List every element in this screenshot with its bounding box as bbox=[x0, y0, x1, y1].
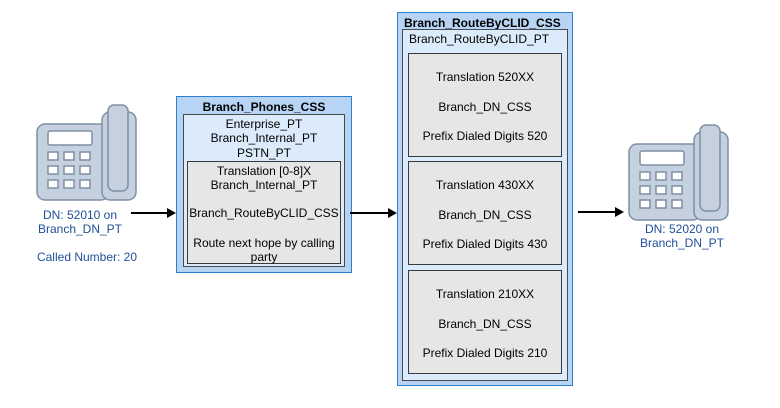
translation-520xx-css: Branch_DN_CSS bbox=[438, 100, 532, 114]
translation-note-line1: Route next hope by calling bbox=[193, 236, 335, 250]
partition-branch-internal: Branch_Internal_PT bbox=[210, 131, 318, 145]
arrow-head-2 bbox=[388, 208, 397, 218]
translation-430xx-css: Branch_DN_CSS bbox=[438, 208, 532, 222]
translation-520xx-prefix: Prefix Dialed Digits 520 bbox=[422, 129, 548, 143]
translation-0-8x-note: Route next hope by calling party bbox=[188, 236, 340, 264]
arrow-routebyclid-to-phone bbox=[578, 211, 616, 213]
left-phone-icon bbox=[36, 104, 137, 201]
routebyclid-partition: Branch_RouteByCLID_PT bbox=[409, 32, 550, 46]
translation-0-8x-box: Translation [0-8]X Branch_Internal_PT Br… bbox=[187, 161, 341, 264]
translation-210xx-box: Translation 210XX Branch_DN_CSS Prefix D… bbox=[408, 270, 562, 374]
branch-routebyclid-css-box: Branch_RouteByCLID_CSS Branch_RouteByCLI… bbox=[397, 12, 573, 386]
translation-430xx-pattern: Translation 430XX bbox=[435, 178, 535, 192]
routebyclid-partition-panel: Branch_RouteByCLID_PT Translation 520XX … bbox=[402, 29, 568, 381]
arrow-phone-to-phones-css bbox=[131, 212, 168, 214]
branch-phones-css-title: Branch_Phones_CSS bbox=[202, 100, 326, 114]
left-phone-partition: Branch_DN_PT bbox=[37, 222, 123, 236]
right-phone-icon bbox=[628, 124, 729, 221]
arrow-phones-css-to-routebyclid bbox=[350, 212, 389, 214]
left-phone-dn: DN: 52010 on bbox=[42, 208, 118, 222]
right-phone-dn: DN: 52020 on bbox=[644, 222, 720, 236]
arrow-head-3 bbox=[615, 207, 624, 217]
translation-210xx-css: Branch_DN_CSS bbox=[438, 317, 532, 331]
partition-pstn: PSTN_PT bbox=[236, 146, 291, 160]
translation-430xx-prefix: Prefix Dialed Digits 430 bbox=[422, 237, 548, 251]
translation-note-line2: party bbox=[250, 250, 278, 264]
left-phone-dn-caption: DN: 52010 on Branch_DN_PT bbox=[20, 208, 140, 236]
translation-430xx-box: Translation 430XX Branch_DN_CSS Prefix D… bbox=[408, 161, 562, 265]
right-phone-partition: Branch_DN_PT bbox=[639, 236, 725, 250]
branch-routebyclid-css-title: Branch_RouteByCLID_CSS bbox=[404, 16, 561, 30]
right-phone-dn-caption: DN: 52020 on Branch_DN_PT bbox=[620, 222, 744, 250]
translation-520xx-box: Translation 520XX Branch_DN_CSS Prefix D… bbox=[408, 53, 562, 157]
branch-phones-css-box: Branch_Phones_CSS Enterprise_PT Branch_I… bbox=[176, 96, 352, 273]
called-number-label: Called Number: 20 bbox=[36, 250, 138, 264]
translation-520xx-pattern: Translation 520XX bbox=[435, 70, 535, 84]
arrow-head-1 bbox=[167, 208, 176, 218]
translation-0-8x-pattern: Translation [0-8]X bbox=[216, 164, 312, 178]
translation-210xx-prefix: Prefix Dialed Digits 210 bbox=[422, 346, 548, 360]
phones-css-partition-panel: Enterprise_PT Branch_Internal_PT PSTN_PT… bbox=[183, 114, 345, 267]
translation-0-8x-partition: Branch_Internal_PT bbox=[210, 178, 318, 192]
translation-210xx-pattern: Translation 210XX bbox=[435, 287, 535, 301]
translation-0-8x-css: Branch_RouteByCLID_CSS bbox=[189, 206, 339, 220]
partition-enterprise: Enterprise_PT bbox=[225, 117, 303, 131]
